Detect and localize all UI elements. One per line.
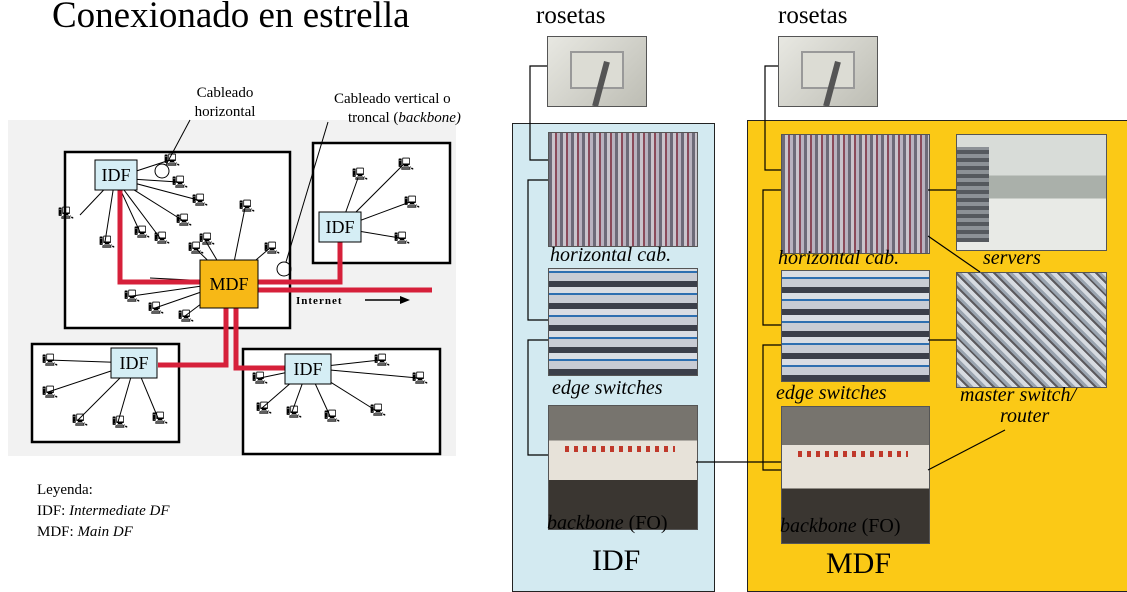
room-right <box>311 141 452 265</box>
computer-icon: 🖳 <box>394 231 410 245</box>
horizontal-callout-label: Cableado <box>197 85 254 101</box>
edge-switches-photo-idf <box>548 268 698 376</box>
computer-icon: 🖳 <box>42 385 58 399</box>
computer-icon: 🖳 <box>264 241 280 255</box>
backbone-photo-mdf <box>781 406 930 544</box>
edge-switches-label-mdf: edge switches <box>776 382 887 404</box>
computer-icon: 🖳 <box>404 195 420 209</box>
computer-icon: 🖳 <box>324 409 340 423</box>
master-switch-label: master switch/ <box>960 384 1077 406</box>
idf-node-bottom-left: IDF <box>110 347 158 379</box>
backbone-photo-idf <box>548 405 698 530</box>
computer-icon: 🖳 <box>352 167 368 181</box>
computer-icon: 🖳 <box>286 405 302 419</box>
computer-icon: 🖳 <box>192 193 208 207</box>
computer-icon: 🖳 <box>99 235 115 249</box>
svg-text:IDF: IDF <box>293 359 322 379</box>
computer-icon: 🖳 <box>252 371 268 385</box>
idf-node-bottom-right: IDF <box>284 353 332 385</box>
page-title: Conexionado en estrella <box>52 0 410 36</box>
computer-icon: 🖳 <box>134 225 150 239</box>
star-topology-diagram: 🖳 🖳 🖳 🖳 🖳 🖳 🖳 🖳 🖳 🖳 🖳 🖳 🖳 🖳 🖳 🖳 🖳 🖳 🖳 🖳 … <box>8 85 461 456</box>
computer-icon: 🖳 <box>374 353 390 367</box>
legend: Leyenda: IDF: Intermediate DF MDF: Main … <box>37 482 170 540</box>
computer-icon: 🖳 <box>58 206 74 220</box>
computer-icon: 🖳 <box>412 371 428 385</box>
rosetas-label-idf: rosetas <box>536 2 606 29</box>
computer-icon: 🖳 <box>256 401 272 415</box>
computer-icon: 🖳 <box>42 353 58 367</box>
svg-text:IDF: IDF <box>119 353 148 373</box>
svg-text:horizontal: horizontal <box>195 104 256 120</box>
backbone-cables <box>117 190 432 371</box>
computer-icon: 🖳 <box>124 289 140 303</box>
horizontal-cabling-photo-mdf <box>781 134 930 254</box>
servers-photo <box>956 134 1107 251</box>
arrow-right-icon <box>400 296 410 304</box>
svg-text:IDF: IDF <box>101 165 130 185</box>
idf-node-top-left: IDF <box>94 159 138 191</box>
backbone-label-mdf: backbone (FO) <box>780 515 901 537</box>
computer-icons: 🖳 🖳 🖳 🖳 🖳 🖳 🖳 🖳 🖳 🖳 🖳 🖳 🖳 🖳 🖳 🖳 🖳 🖳 🖳 🖳 … <box>42 153 428 429</box>
mdf-node: MDF <box>199 259 259 309</box>
horizontal-cabling-label-mdf: horizontal cab. <box>778 247 900 269</box>
horizontal-callout-circle <box>154 163 170 179</box>
rosetas-label-mdf: rosetas <box>778 2 848 29</box>
computer-icon: 🖳 <box>164 153 180 167</box>
computer-icon: 🖳 <box>148 301 164 315</box>
svg-text:MDF: MDF <box>209 274 248 294</box>
idf-panel-title: IDF <box>592 544 641 577</box>
vertical-callout-circle <box>276 261 292 277</box>
master-switch-photo <box>956 272 1107 388</box>
horizontal-cabling-photo-idf <box>548 132 698 247</box>
servers-label: servers <box>983 247 1041 269</box>
backbone-label-idf: backbone (FO) <box>547 512 668 534</box>
horizontal-cabling-label-idf: horizontal cab. <box>550 244 672 266</box>
wall-socket-photo-mdf <box>778 36 878 107</box>
wall-socket-photo-idf <box>547 36 647 107</box>
computer-icon: 🖳 <box>199 232 215 246</box>
computer-icon: 🖳 <box>152 411 168 425</box>
computer-icon: 🖳 <box>398 157 414 171</box>
computer-icon: 🖳 <box>370 403 386 417</box>
vertical-callout-label: Cableado vertical o <box>334 91 451 107</box>
computer-icon: 🖳 <box>178 309 194 323</box>
edge-switches-photo-mdf <box>781 270 930 382</box>
svg-text:IDF: IDF <box>325 217 354 237</box>
computer-icon: 🖳 <box>154 231 170 245</box>
computer-icon: 🖳 <box>72 413 88 427</box>
idf-node-right: IDF <box>318 211 362 243</box>
computer-icon: 🖳 <box>188 241 204 255</box>
mdf-panel-title: MDF <box>826 547 892 580</box>
edge-switches-label-idf: edge switches <box>552 377 663 399</box>
computer-icon: 🖳 <box>239 199 255 213</box>
computer-icon: 🖳 <box>112 415 128 429</box>
internet-label: Internet <box>296 295 343 307</box>
computer-icon: 🖳 <box>172 175 188 189</box>
computer-icon: 🖳 <box>176 213 192 227</box>
svg-text:troncal (backbone): troncal (backbone) <box>348 110 461 126</box>
